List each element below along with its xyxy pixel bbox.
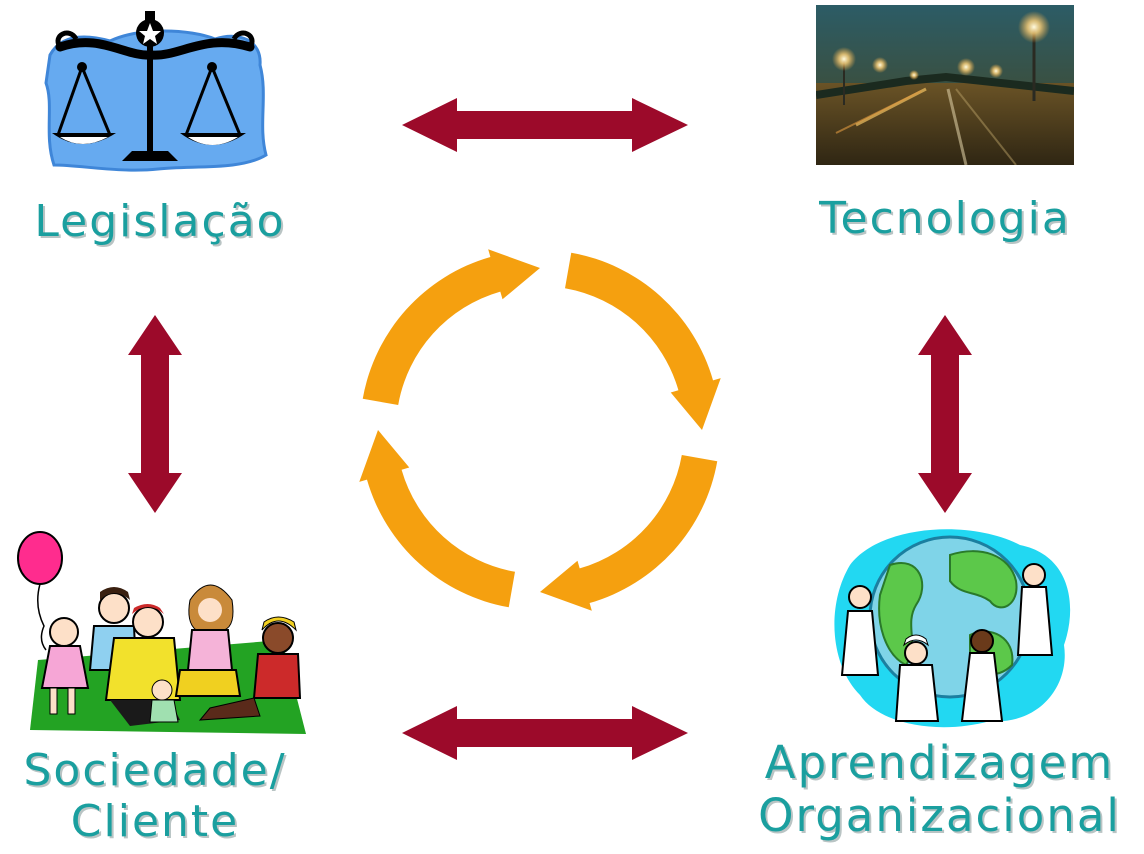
- double-arrow-tecnologia-aprendizagem: [918, 315, 972, 513]
- double-arrow-legislacao-sociedade: [128, 315, 182, 513]
- sociedade-label-line-1: Sociedade/: [23, 745, 287, 796]
- cycle-arrow-top-right: [565, 252, 721, 430]
- cycle-arrow-bottom-left: [359, 430, 515, 608]
- aprendizagem-organizacional-label: Aprendizagem Organizacional: [735, 736, 1144, 842]
- sociedade-cliente-label: Sociedade/ Cliente: [0, 745, 310, 848]
- night-highway-photo: [816, 5, 1074, 165]
- scales-of-justice-icon: [44, 11, 268, 172]
- cycle-arrow-bottom-right: [540, 455, 718, 611]
- aprendizagem-label-line-1: Aprendizagem: [764, 736, 1115, 789]
- family-picnic-icon: [17, 531, 306, 734]
- aprendizagem-label-line-2: Organizacional: [758, 788, 1121, 842]
- legislacao-label: Legislação: [34, 196, 286, 247]
- cycle-arrows: [359, 249, 721, 611]
- people-around-globe-icon: [834, 529, 1071, 728]
- sociedade-label-line-2: Cliente: [70, 796, 240, 848]
- cycle-arrow-top-left: [362, 249, 540, 405]
- tecnologia-label: Tecnologia: [819, 193, 1071, 244]
- double-arrow-sociedade-aprendizagem: [402, 706, 688, 760]
- double-arrow-legislacao-tecnologia: [402, 98, 688, 152]
